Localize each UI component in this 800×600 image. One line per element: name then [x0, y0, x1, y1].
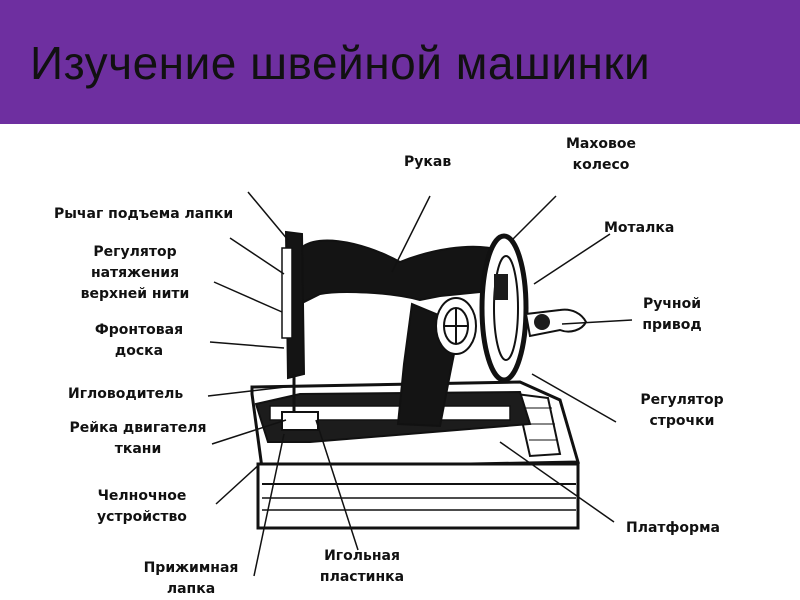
label-presser-foot: Прижимная лапка [136, 558, 246, 600]
label-stitch-reg-line1: Регулятор [630, 390, 734, 411]
label-hand-drive-line2: привод [630, 315, 714, 336]
label-needle-plate-line1: Игольная [306, 546, 418, 567]
label-feed-dog-line1: Рейка двигателя [58, 418, 218, 439]
label-face-plate: Фронтовая доска [84, 320, 194, 362]
label-needle-bar: Игловодитель [68, 384, 183, 405]
label-shuttle-line1: Челночное [84, 486, 200, 507]
label-feed-dog: Рейка двигателя ткани [58, 418, 218, 460]
label-bobbin-winder: Моталка [604, 218, 674, 239]
label-needle-plate-line2: пластинка [306, 567, 418, 588]
label-presser-foot-line1: Прижимная [136, 558, 246, 579]
label-hand-drive: Ручной привод [630, 294, 714, 336]
label-face-plate-line1: Фронтовая [84, 320, 194, 341]
title-bar: Изучение швейной машинки [0, 0, 800, 124]
label-hand-drive-line1: Ручной [630, 294, 714, 315]
label-shuttle: Челночное устройство [84, 486, 200, 528]
label-presser-foot-line2: лапка [136, 579, 246, 600]
label-platform: Платформа [626, 518, 720, 539]
machine-arm [298, 241, 510, 304]
label-feed-dog-line2: ткани [58, 439, 218, 460]
label-handwheel: Маховое колесо [556, 134, 646, 176]
label-stitch-regulator: Регулятор строчки [630, 390, 734, 432]
label-face-plate-line2: доска [84, 341, 194, 362]
slide-title: Изучение швейной машинки [30, 36, 650, 90]
label-tension-line2: натяжения [70, 263, 200, 284]
label-needle-plate: Игольная пластинка [306, 546, 418, 588]
label-handwheel-line2: колесо [556, 155, 646, 176]
label-presser-lever: Рычаг подъема лапки [54, 204, 233, 225]
label-tension-line3: верхней нити [70, 284, 200, 305]
label-shuttle-line2: устройство [84, 507, 200, 528]
label-tension-regulator: Регулятор натяжения верхней нити [70, 242, 200, 305]
label-stitch-reg-line2: строчки [630, 411, 734, 432]
label-arm: Рукав [404, 152, 451, 173]
base-front [258, 464, 578, 528]
label-tension-line1: Регулятор [70, 242, 200, 263]
sewing-machine-diagram: Рукав Маховое колесо Рычаг подъема лапки… [0, 124, 800, 600]
label-handwheel-line1: Маховое [556, 134, 646, 155]
